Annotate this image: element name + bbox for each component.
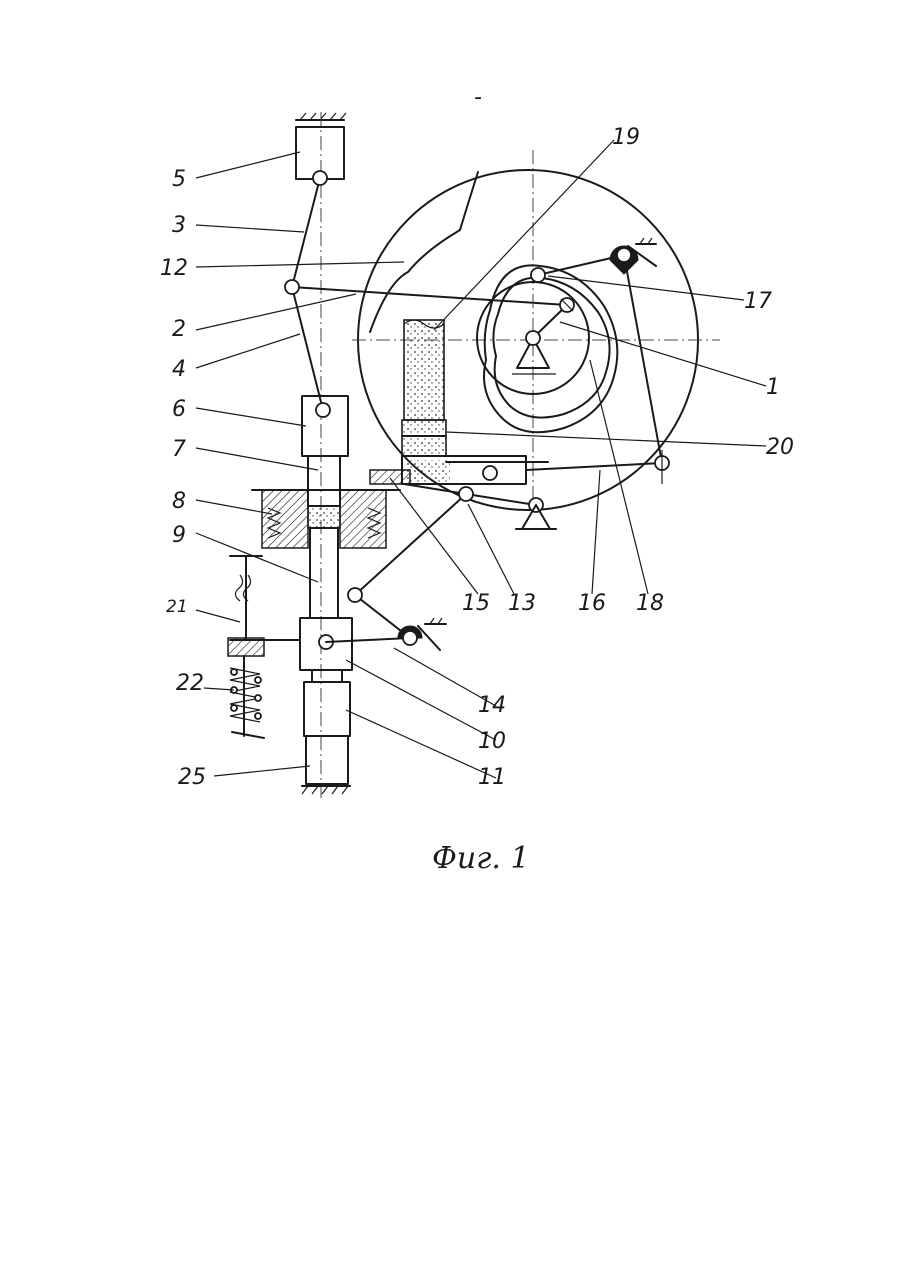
leader-lines xyxy=(196,140,766,778)
label-18: 18 xyxy=(636,591,664,616)
lever-14 xyxy=(326,638,410,642)
roller-17 xyxy=(531,268,545,282)
label-14: 14 xyxy=(478,693,506,718)
powder-20 xyxy=(402,420,446,456)
feeder-guide xyxy=(370,470,410,484)
label-15: 15 xyxy=(462,591,490,616)
lever-13-right xyxy=(466,494,536,505)
pin-knee xyxy=(285,280,299,294)
pivot-14 xyxy=(403,631,417,645)
link-2 xyxy=(292,287,567,305)
hopper-19 xyxy=(404,320,444,420)
label-25: 25 xyxy=(178,765,206,790)
roller-15 xyxy=(483,466,497,480)
label-22: 22 xyxy=(176,671,204,696)
pin-top xyxy=(313,171,327,185)
label-16: 16 xyxy=(578,591,606,616)
label-9: 9 xyxy=(172,523,186,548)
disk-cutaway xyxy=(370,172,478,332)
label-21: 21 xyxy=(166,597,188,617)
top-mark: - xyxy=(474,85,482,110)
link-3 xyxy=(292,178,320,287)
label-10: 10 xyxy=(478,729,506,754)
label-2: 2 xyxy=(172,317,186,342)
label-1: 1 xyxy=(766,375,780,400)
pin-slider-6 xyxy=(316,403,330,417)
die-8 xyxy=(252,490,400,548)
spring-neck xyxy=(312,670,342,682)
label-8: 8 xyxy=(172,489,186,514)
label-20: 20 xyxy=(766,435,794,460)
bottom-support xyxy=(302,786,350,794)
label-11: 11 xyxy=(478,765,506,790)
label-5: 5 xyxy=(172,167,186,192)
pin-link-13 xyxy=(348,588,362,602)
label-7: 7 xyxy=(172,437,186,462)
label-3: 3 xyxy=(172,213,186,238)
upper-punch-7 xyxy=(308,456,340,506)
spring-assembly-22 xyxy=(228,556,300,738)
lever-13-left xyxy=(404,484,466,494)
label-4: 4 xyxy=(172,357,186,382)
part-11 xyxy=(304,682,350,736)
label-13: 13 xyxy=(508,591,536,616)
label-17: 17 xyxy=(744,289,772,314)
cam-inner xyxy=(493,278,609,418)
pin-13 xyxy=(459,487,473,501)
label-12: 12 xyxy=(160,256,188,281)
label-6: 6 xyxy=(172,397,186,422)
label-19: 19 xyxy=(612,125,640,150)
lower-punch-9 xyxy=(310,528,338,618)
part-25 xyxy=(306,736,348,784)
figure-caption: Фиг. 1 xyxy=(432,841,530,876)
